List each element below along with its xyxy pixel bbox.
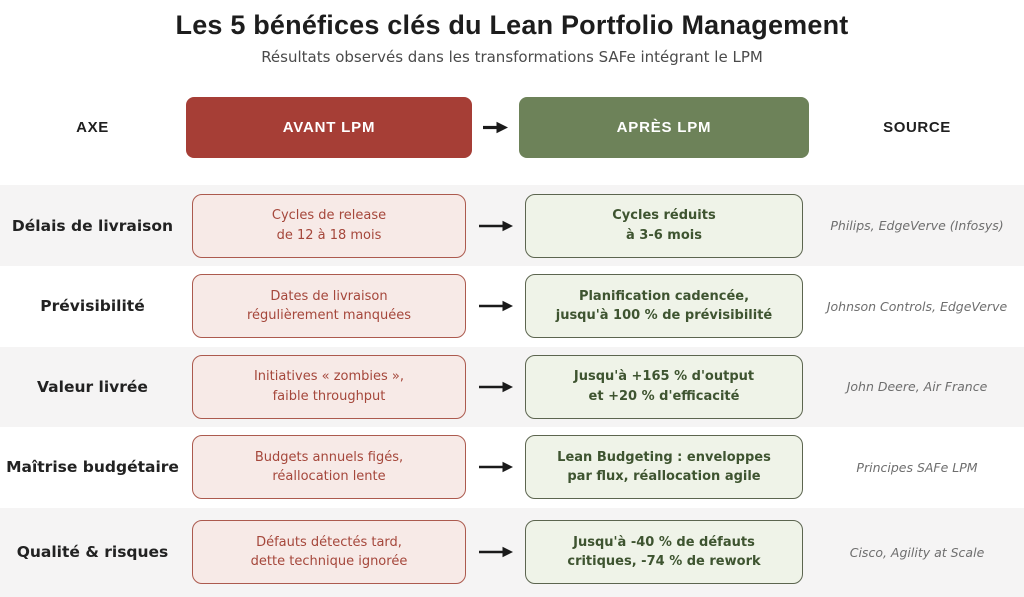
row-axis-label: Qualité & risques	[16, 543, 169, 562]
table-header: AXE AVANT LPM APRÈS LPM SOURCE	[0, 97, 1024, 159]
column-header-source: SOURCE	[883, 119, 951, 137]
table-row: Délais de livraison Cycles de release de…	[0, 185, 1024, 266]
table-row: Prévisibilité Dates de livraison réguliè…	[0, 266, 1024, 347]
page-title: Les 5 bénéfices clés du Lean Portfolio M…	[175, 10, 849, 40]
before-lpm-box: Défauts détectés tard, dette technique i…	[192, 520, 466, 585]
after-lpm-box: Jusqu'à -40 % de défauts critiques, -74 …	[525, 520, 803, 585]
before-lpm-box: Budgets annuels figés, réallocation lent…	[192, 435, 466, 500]
table-row: Maîtrise budgétaire Budgets annuels figé…	[0, 427, 1024, 508]
column-header-avant-lpm: AVANT LPM	[186, 97, 472, 159]
right-arrow-icon	[478, 381, 513, 393]
table-row: Valeur livrée Initiatives « zombies », f…	[0, 346, 1024, 428]
row-axis-label: Valeur livrée	[37, 377, 148, 396]
row-axis-label: Prévisibilité	[40, 297, 145, 316]
table-body: Délais de livraison Cycles de release de…	[0, 185, 1024, 597]
row-source: John Deere, Air France	[846, 379, 988, 395]
row-source: Johnson Controls, EdgeVerve	[826, 298, 1008, 314]
row-source: Cisco, Agility at Scale	[849, 544, 985, 560]
column-header-apres-lpm: APRÈS LPM	[519, 97, 809, 159]
after-lpm-box: Jusqu'à +165 % d'output et +20 % d'effic…	[525, 354, 803, 419]
before-lpm-box: Dates de livraison régulièrement manquée…	[192, 274, 466, 339]
right-arrow-icon	[478, 301, 513, 312]
column-header-axe: AXE	[76, 119, 109, 137]
before-lpm-box: Initiatives « zombies », faible throughp…	[192, 354, 466, 419]
right-arrow-icon	[478, 547, 513, 558]
right-arrow-icon	[483, 122, 508, 134]
row-source: Philips, EdgeVerve (Infosys)	[830, 218, 1004, 234]
table-row: Qualité & risques Défauts détectés tard,…	[0, 507, 1024, 597]
right-arrow-icon	[478, 220, 513, 231]
page-subtitle: Résultats observés dans les transformati…	[261, 48, 763, 67]
after-lpm-box: Lean Budgeting : enveloppes par flux, ré…	[525, 435, 803, 500]
row-source: Principes SAFe LPM	[856, 459, 978, 475]
after-lpm-box: Cycles réduits à 3-6 mois	[525, 193, 803, 258]
after-lpm-box: Planification cadencée, jusqu'à 100 % de…	[525, 274, 803, 339]
row-axis-label: Maîtrise budgétaire	[6, 458, 179, 477]
before-lpm-box: Cycles de release de 12 à 18 mois	[192, 193, 466, 258]
row-axis-label: Délais de livraison	[11, 216, 174, 235]
right-arrow-icon	[478, 462, 513, 473]
